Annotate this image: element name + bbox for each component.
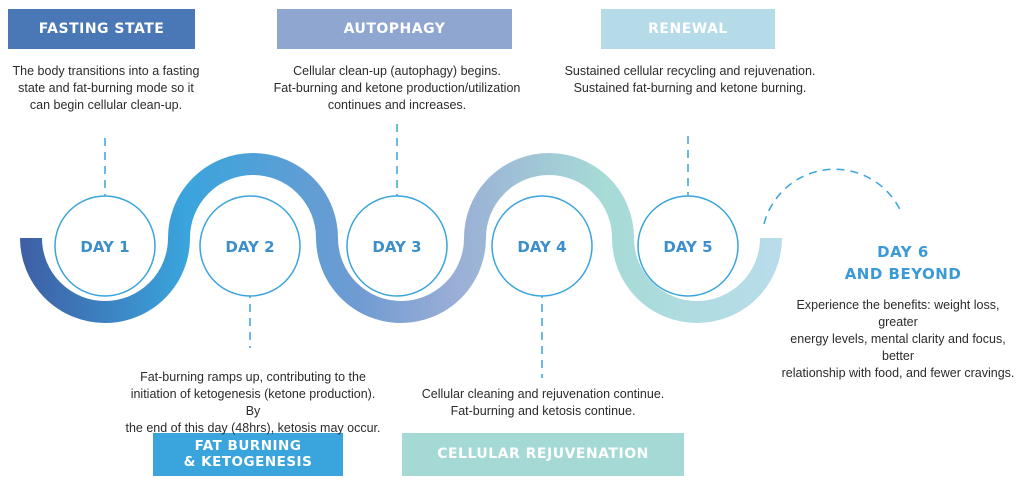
phase-autophagy: AUTOPHAGY bbox=[277, 9, 512, 49]
day1-description: The body transitions into a fasting stat… bbox=[12, 64, 200, 112]
phase-fat-burning: FAT BURNING & KETOGENESIS bbox=[153, 433, 343, 476]
phase-cellular-rejuvenation-title: CELLULAR REJUVENATION bbox=[437, 446, 649, 463]
day2-node: DAY 2 bbox=[199, 195, 301, 297]
day6-description: Experience the benefits: weight loss, gr… bbox=[781, 298, 1015, 380]
day4-node: DAY 4 bbox=[491, 195, 593, 297]
phase-fasting-state-title: FASTING STATE bbox=[38, 20, 165, 37]
day3-description: Cellular clean-up (autophagy) begins. Fa… bbox=[273, 64, 521, 112]
day5-label: DAY 5 bbox=[663, 238, 712, 256]
phase-fasting-state: FASTING STATE bbox=[8, 9, 195, 49]
day5-node: DAY 5 bbox=[637, 195, 739, 297]
phase-cellular-rejuvenation: CELLULAR REJUVENATION bbox=[402, 433, 684, 476]
phase-fat-burning-title-2: & KETOGENESIS bbox=[183, 453, 313, 470]
timeline-wave bbox=[20, 153, 782, 323]
day2-description: Fat-burning ramps up, contributing to th… bbox=[125, 370, 381, 435]
day3-label: DAY 3 bbox=[372, 238, 421, 256]
phase-renewal: RENEWAL bbox=[601, 9, 775, 49]
phase-fat-burning-title-1: FAT BURNING bbox=[194, 437, 302, 454]
day6-heading: DAY 6 AND BEYOND bbox=[844, 243, 962, 283]
day5-description: Sustained cellular recycling and rejuven… bbox=[564, 64, 816, 95]
day1-node: DAY 1 bbox=[54, 195, 156, 297]
day6-dashed-arc bbox=[763, 168, 903, 225]
phase-autophagy-title: AUTOPHAGY bbox=[343, 20, 446, 37]
phase-renewal-title: RENEWAL bbox=[648, 20, 728, 37]
day4-description: Cellular cleaning and rejuvenation conti… bbox=[421, 387, 665, 418]
day1-label: DAY 1 bbox=[80, 238, 129, 256]
day4-label: DAY 4 bbox=[517, 238, 566, 256]
day2-label: DAY 2 bbox=[225, 238, 274, 256]
day3-node: DAY 3 bbox=[346, 195, 448, 297]
